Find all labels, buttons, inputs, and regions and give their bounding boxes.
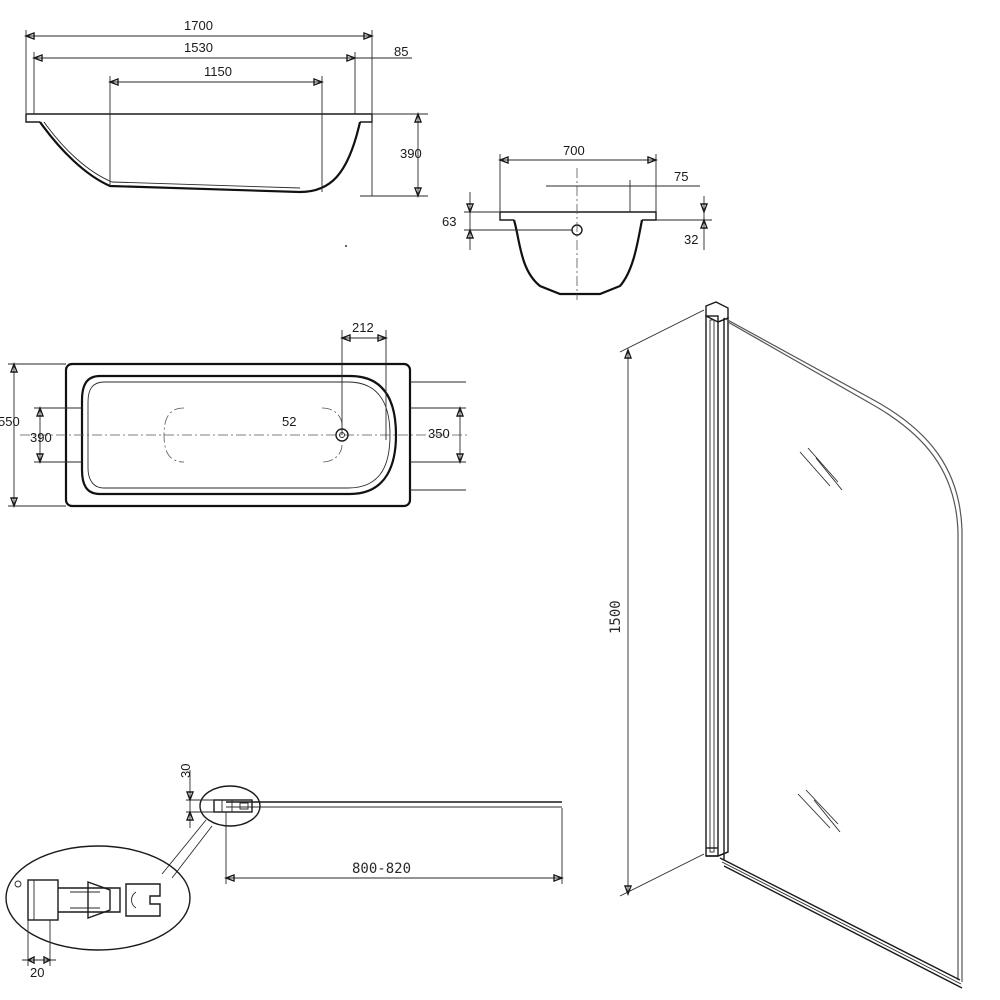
dim-screen-width: 800-820 <box>352 861 411 877</box>
dim-drain-offset: 212 <box>352 320 374 335</box>
profile-detail <box>14 879 161 921</box>
dim-drain-size: 52 <box>282 414 296 429</box>
dim-flat-bottom: 1150 <box>204 64 232 79</box>
bathtub-end-view: 700 75 63 32 <box>442 143 712 300</box>
dim-rim-drop: 32 <box>684 232 698 247</box>
dim-overall-length: 1700 <box>184 18 213 33</box>
bathtub-side-view: 1700 1530 1150 85 390 <box>24 18 428 198</box>
dim-bottom-width-left: 390 <box>30 430 52 445</box>
dim-overflow-offset: 75 <box>674 169 688 184</box>
dim-detail-offset: 20 <box>30 965 44 980</box>
dim-screen-height: 1500 <box>608 600 624 634</box>
dim-profile-depth: 30 <box>178 764 193 778</box>
dim-height: 390 <box>400 146 422 161</box>
screen-plan-view: 30 800-820 20 <box>5 764 564 980</box>
dim-overflow-height: 63 <box>442 214 456 229</box>
bathtub-plan-view: 550 390 350 212 52 <box>0 320 470 508</box>
dim-bottom-width-right: 350 <box>428 426 450 441</box>
screen-elevation-view: 1500 <box>608 301 963 989</box>
dim-rim-offset: 85 <box>394 44 408 59</box>
dim-end-width: 700 <box>563 143 585 158</box>
dim-overall-width: 550 <box>0 414 20 429</box>
dim-inner-length: 1530 <box>184 40 213 55</box>
